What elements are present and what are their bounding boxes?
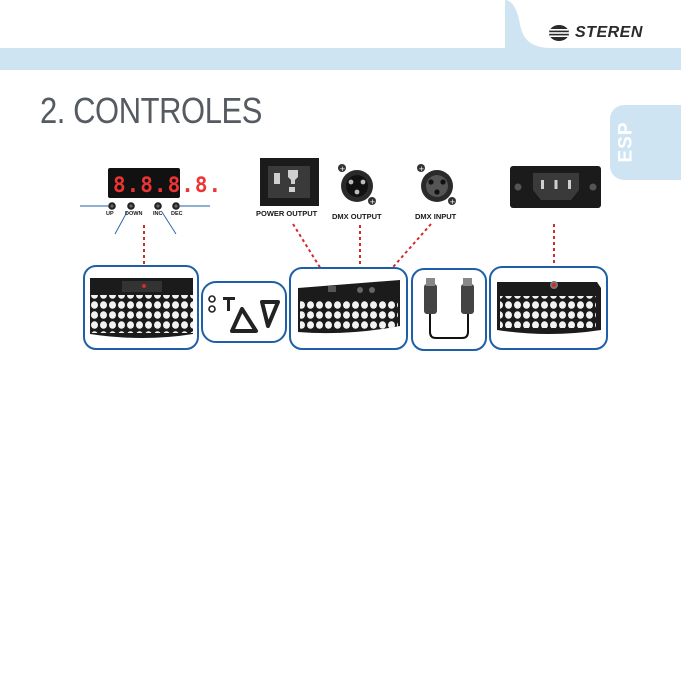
svg-text:+: +: [370, 198, 376, 206]
button-leader-lines: [80, 206, 210, 234]
power-outlet-icon: [260, 158, 319, 206]
callout-bar-inlet: [490, 267, 607, 349]
dmx-input-label: DMX INPUT: [415, 212, 456, 221]
power-output-label: POWER OUTPUT: [256, 209, 317, 218]
svg-text:+: +: [450, 198, 456, 206]
button-down[interactable]: [127, 202, 135, 210]
button-up[interactable]: [108, 202, 116, 210]
button-label-dec: DEC: [171, 211, 183, 217]
button-label-inc: INC: [153, 211, 162, 217]
button-dec[interactable]: [172, 202, 180, 210]
iec-power-inlet-icon: [510, 166, 601, 208]
callout-bar-display: [84, 266, 198, 349]
callout-bar-connectors: [290, 268, 407, 349]
dmx-output-label: DMX OUTPUT: [332, 212, 382, 221]
xlr-male-connector-icon: + +: [417, 164, 456, 206]
display-digits: 8.8.8.8.: [113, 173, 222, 197]
button-label-down: DOWN: [125, 211, 142, 217]
svg-text:+: +: [340, 165, 346, 173]
button-inc[interactable]: [154, 202, 162, 210]
mounting-brackets-icon: [202, 282, 286, 342]
svg-text:+: +: [419, 165, 425, 173]
xlr-female-connector-icon: + +: [338, 164, 376, 206]
button-label-up: UP: [106, 211, 114, 217]
led-display-icon: 8.8.8.8.: [108, 168, 222, 198]
dmx-cable-icon: [412, 269, 486, 350]
